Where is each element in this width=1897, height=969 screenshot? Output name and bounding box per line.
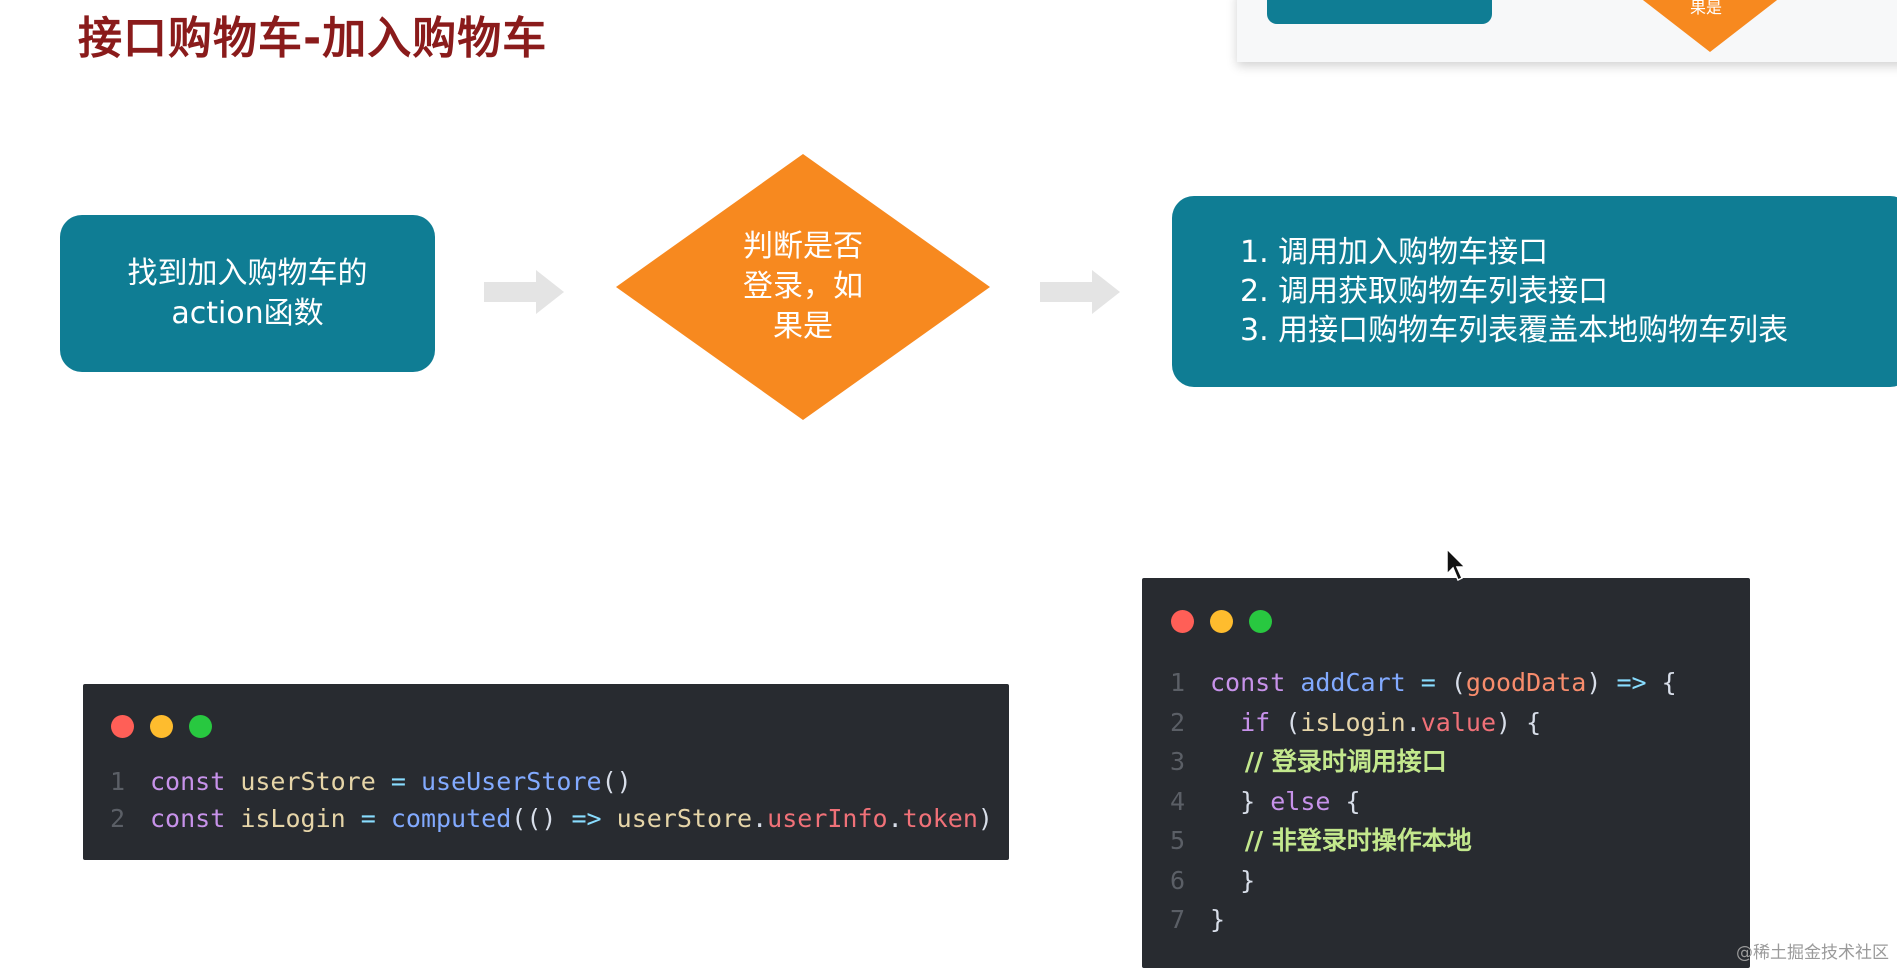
code-line: 2 if (isLogin.value) { (1170, 703, 1677, 743)
line-number: 3 (1170, 747, 1186, 776)
code-token: ( (1450, 668, 1466, 697)
code-token: => (1616, 668, 1662, 697)
code-token: } (1210, 786, 1271, 816)
code-token: } (1210, 905, 1226, 934)
code-token: . (752, 804, 768, 833)
code-token: userInfo (767, 804, 888, 833)
code-token: if (1210, 707, 1286, 737)
code-token: = (360, 804, 391, 833)
code-token: else (1270, 786, 1346, 816)
window-controls (111, 715, 212, 738)
line-number: 2 (110, 804, 126, 833)
watermark: @稀土掘金技术社区 (1736, 943, 1889, 963)
code-token: const (1210, 668, 1301, 697)
code-token: value (1420, 707, 1497, 737)
code-token: // 登录时调用接口 (1210, 747, 1447, 776)
line-number: 1 (110, 767, 126, 796)
decision-line-3: 果是 (773, 309, 833, 344)
code-token: ) { (1496, 707, 1542, 737)
decision-line-2: 登录，如 (743, 269, 863, 304)
arrow-right-icon (1040, 270, 1120, 314)
code-token: // 非登录时操作本地 (1210, 826, 1472, 855)
code-token: . (887, 804, 903, 833)
api-step-2: 2. 调用获取购物车列表接口 (1240, 274, 1609, 309)
maximize-dot-icon (1249, 610, 1272, 633)
minimize-dot-icon (150, 715, 173, 738)
line-number: 5 (1170, 826, 1186, 855)
api-steps-box: 1. 调用加入购物车接口 2. 调用获取购物车列表接口 3. 用接口购物车列表覆… (1172, 196, 1897, 387)
line-number: 6 (1170, 865, 1186, 895)
find-action-step: 找到加入购物车的 action函数 (60, 215, 435, 372)
decision-line-1: 判断是否 (743, 229, 863, 264)
line-number: 2 (1170, 707, 1186, 737)
code-token: token (902, 804, 978, 833)
code-token: userStore (240, 767, 391, 796)
page-title: 接口购物车-加入购物车 (78, 13, 548, 64)
api-step-1: 1. 调用加入购物车接口 (1240, 235, 1549, 270)
code-token: isLogin (240, 804, 361, 833)
code-line: 4 } else { (1170, 782, 1677, 822)
line-number: 1 (1170, 668, 1186, 697)
code-line: 2 const isLogin = computed(() => userStor… (110, 800, 993, 837)
line-number: 4 (1170, 786, 1186, 816)
code-token: ( (1285, 707, 1301, 737)
code-token: computed (390, 804, 512, 833)
code-token: = (390, 767, 421, 796)
code-token: = (1420, 668, 1451, 697)
code-token: (() (511, 804, 572, 833)
code-token: { (1345, 786, 1361, 816)
previous-slide-diamond-label: 果是 (1690, 0, 1723, 17)
code-token: const (150, 804, 241, 833)
minimize-dot-icon (1210, 610, 1233, 633)
code-line: 7} (1170, 900, 1677, 940)
code-token: } (1210, 865, 1256, 895)
code-token: ) (1586, 668, 1617, 697)
code-line: 5 // 非登录时操作本地 (1170, 821, 1677, 861)
find-action-line-2: action函数 (171, 295, 324, 331)
code-line: 3 // 登录时调用接口 (1170, 742, 1677, 782)
api-step-3: 3. 用接口购物车列表覆盖本地购物车列表 (1240, 313, 1789, 348)
line-number: 7 (1170, 905, 1186, 934)
code-line: 1 const addCart = (goodData) => { (1170, 663, 1677, 703)
code-token: useUserStore (420, 767, 602, 796)
find-action-line-1: 找到加入购物车的 (127, 255, 368, 291)
code-token: addCart (1300, 668, 1421, 697)
close-dot-icon (1171, 610, 1194, 633)
code-line: 6 } (1170, 861, 1677, 901)
code-token: ) (977, 804, 993, 833)
code-token: { (1661, 668, 1677, 697)
code-line: 1 const userStore = useUserStore() (110, 763, 993, 800)
code-token: isLogin (1300, 707, 1406, 737)
code-token: const (150, 767, 241, 796)
code-token: => (571, 804, 617, 833)
code-token: . (1405, 707, 1421, 737)
code-token: () (601, 767, 632, 796)
previous-slide-box (1267, 0, 1492, 24)
code-token: userStore (616, 804, 753, 833)
mouse-pointer-icon (1446, 548, 1467, 582)
code-token: goodData (1465, 668, 1587, 697)
close-dot-icon (111, 715, 134, 738)
window-controls (1171, 610, 1272, 633)
maximize-dot-icon (189, 715, 212, 738)
arrow-right-icon (484, 270, 564, 314)
login-decision-text: 判断是否 登录，如 果是 (616, 154, 990, 420)
